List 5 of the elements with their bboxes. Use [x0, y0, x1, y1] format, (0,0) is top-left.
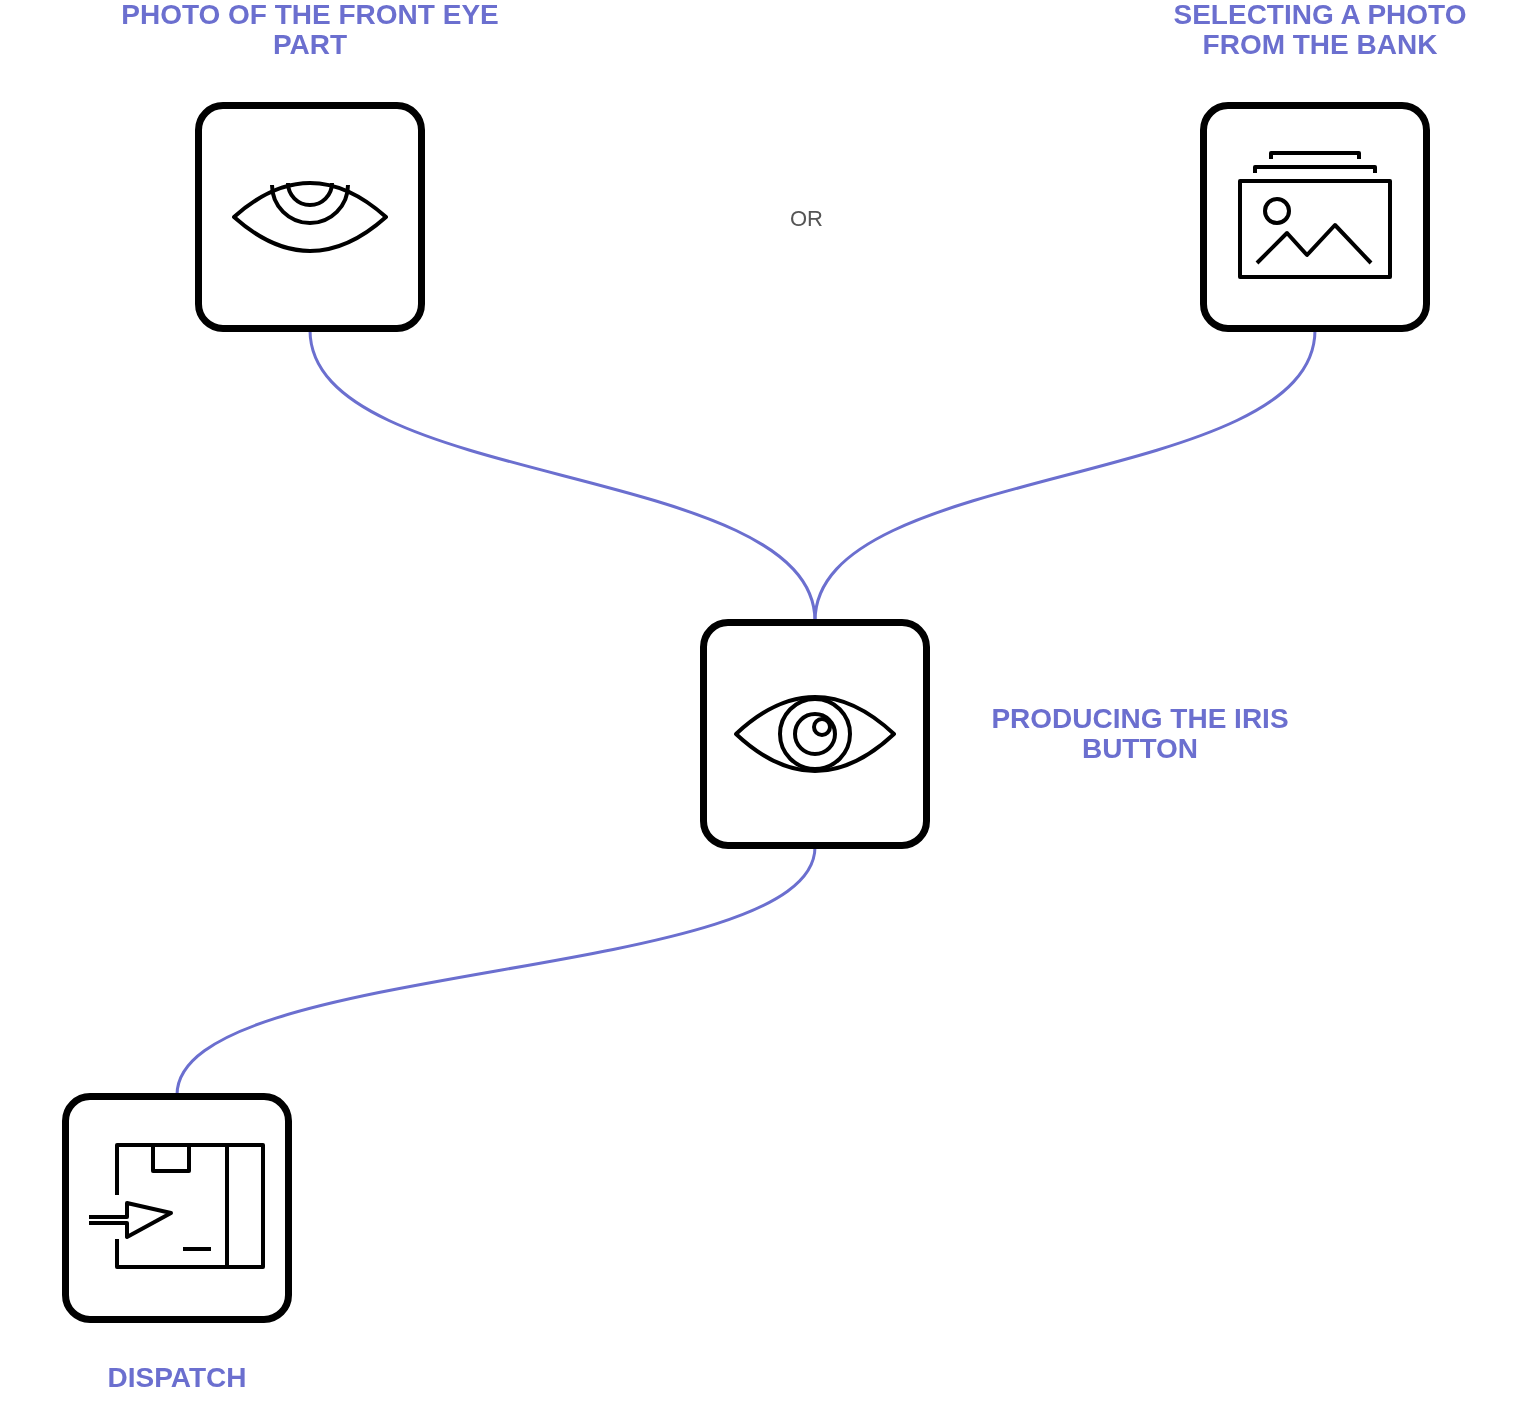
step-title: PRODUCING THE IRIS BUTTON [990, 704, 1290, 764]
step-title: DISPATCH [106, 1363, 248, 1393]
step-title: PHOTO OF THE FRONT EYE PART [120, 0, 500, 60]
choice-label: OR [790, 206, 823, 232]
step-title: SELECTING A PHOTO FROM THE BANK [1172, 0, 1468, 60]
